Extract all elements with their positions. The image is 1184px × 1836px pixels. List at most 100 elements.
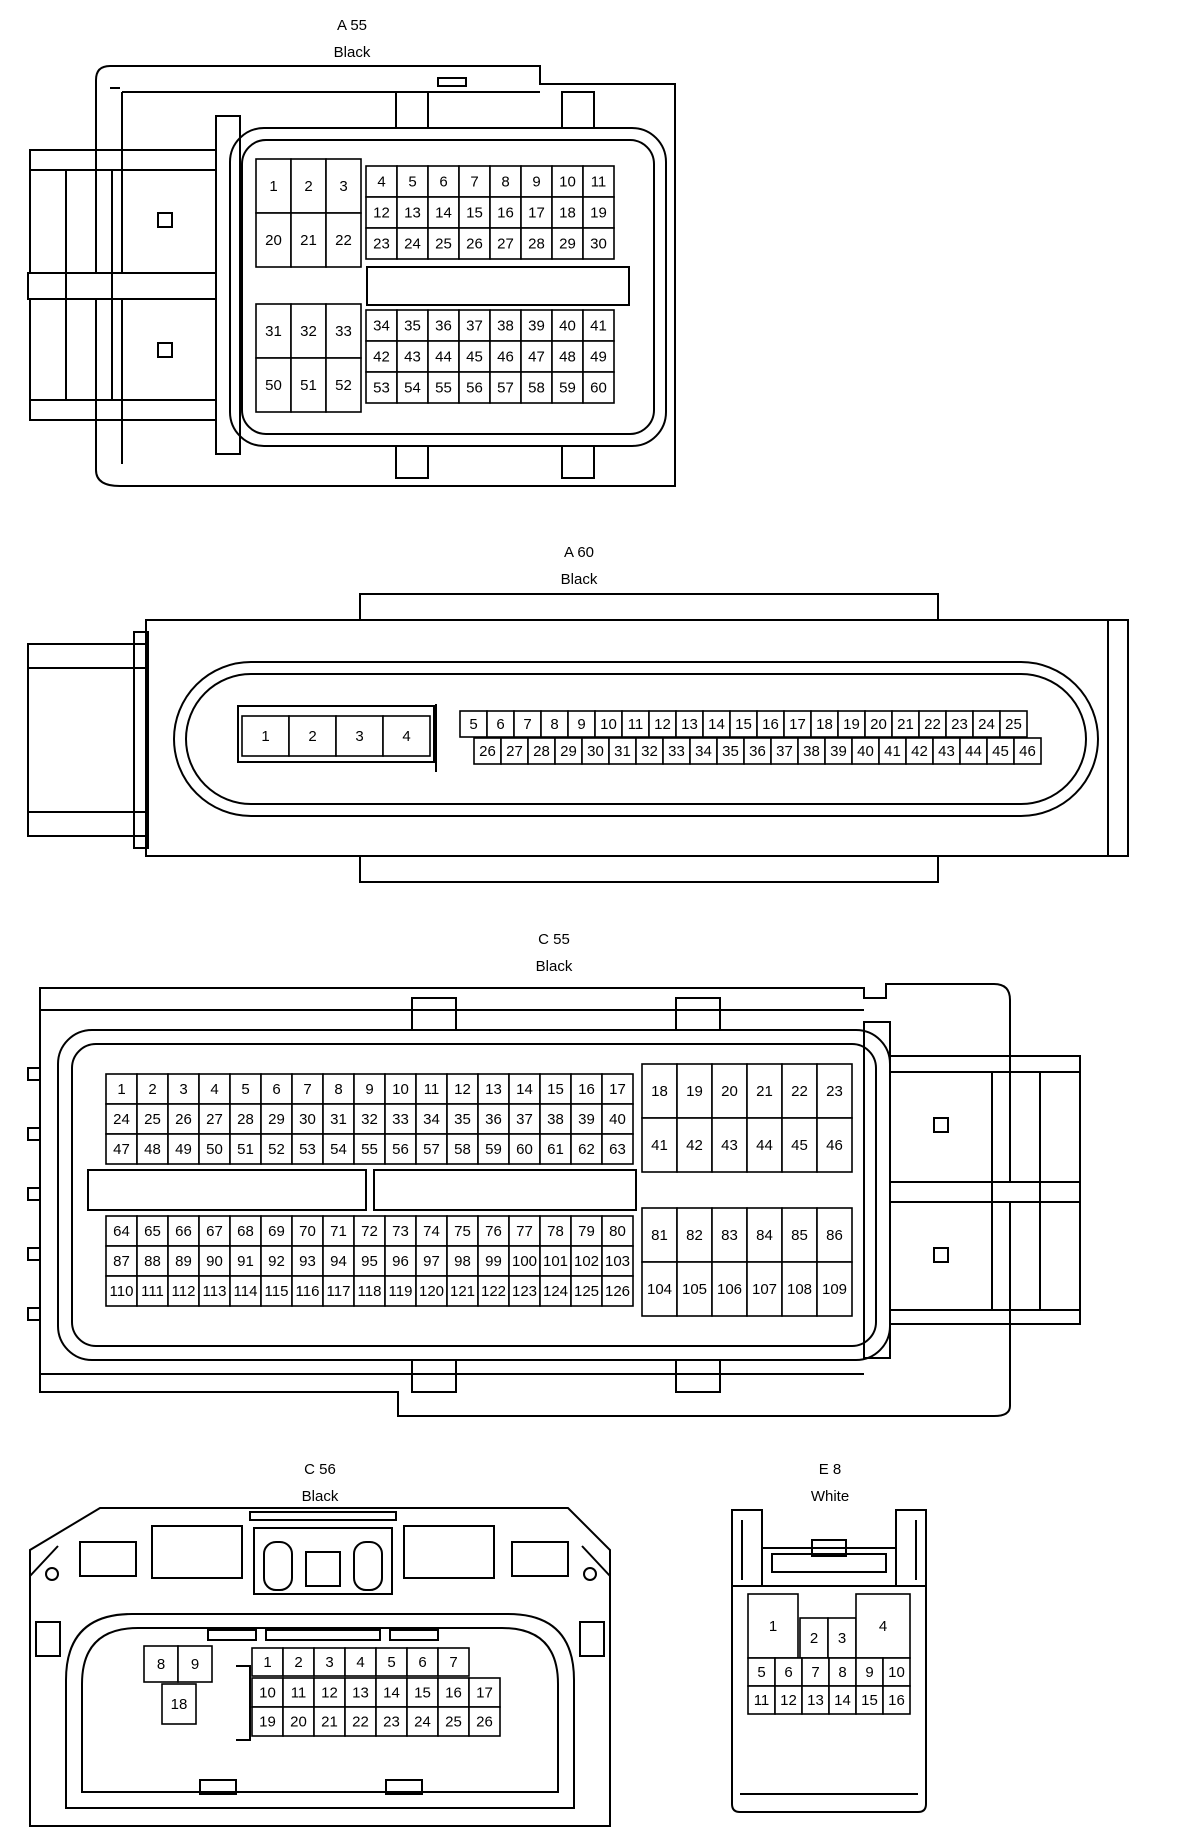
pin-label: 7 bbox=[449, 1654, 457, 1671]
pin-label: 46 bbox=[1019, 743, 1036, 760]
pin-label: 122 bbox=[481, 1283, 506, 1300]
pin-label: 14 bbox=[708, 716, 725, 733]
pin-cell bbox=[291, 1245, 324, 1277]
pin-label: 64 bbox=[113, 1223, 130, 1240]
pin-label: 54 bbox=[404, 380, 421, 397]
pin-label: 1 bbox=[261, 728, 269, 745]
pin-label: 53 bbox=[373, 380, 390, 397]
pin-label: 50 bbox=[206, 1141, 223, 1158]
pin-cell bbox=[882, 1685, 911, 1715]
pin-label: 26 bbox=[175, 1111, 192, 1128]
connector-e8-housing bbox=[731, 1509, 927, 1813]
pin-label: 116 bbox=[296, 1283, 320, 1300]
pin-label: 46 bbox=[826, 1137, 843, 1154]
pin-label: 43 bbox=[938, 743, 955, 760]
pin-label: 8 bbox=[157, 1656, 165, 1673]
pin-label: 1 bbox=[263, 1654, 271, 1671]
pin-label: 98 bbox=[454, 1253, 471, 1270]
pin-label: 9 bbox=[532, 174, 540, 191]
pin-label: 24 bbox=[113, 1111, 130, 1128]
pin-cell bbox=[136, 1133, 169, 1165]
pin-label: 29 bbox=[559, 236, 576, 253]
pin-label: 40 bbox=[609, 1111, 626, 1128]
pin-label: 14 bbox=[435, 205, 452, 222]
pin-label: 51 bbox=[237, 1141, 254, 1158]
pin-label: 41 bbox=[651, 1137, 668, 1154]
pin-cell bbox=[828, 1685, 857, 1715]
pin-label: 25 bbox=[445, 1714, 462, 1731]
pin-label: 35 bbox=[454, 1111, 471, 1128]
pin-label: 126 bbox=[605, 1283, 630, 1300]
pin-cell bbox=[676, 1207, 713, 1263]
pin-label: 39 bbox=[830, 743, 847, 760]
pin-label: 21 bbox=[756, 1083, 773, 1100]
pin-label: 10 bbox=[559, 174, 576, 191]
pin-label: 17 bbox=[528, 205, 545, 222]
pin-label: 109 bbox=[822, 1281, 847, 1298]
pin-label: 62 bbox=[578, 1141, 595, 1158]
pin-label: 31 bbox=[265, 323, 282, 340]
pin-cell bbox=[756, 710, 785, 738]
pin-cell bbox=[384, 1245, 417, 1277]
pin-cell bbox=[711, 1207, 748, 1263]
connector-a60-color: Black bbox=[561, 571, 598, 588]
pin-cell bbox=[810, 710, 839, 738]
pin-label: 15 bbox=[466, 205, 483, 222]
pin-group: 18 bbox=[161, 1683, 197, 1725]
connector-c55: C 55 Black bbox=[27, 931, 1081, 1417]
connector-c56-color: Black bbox=[302, 1488, 339, 1505]
pin-label: 55 bbox=[435, 380, 452, 397]
pin-label: 14 bbox=[834, 1692, 851, 1709]
pin-cell bbox=[167, 1133, 200, 1165]
pin-cell bbox=[641, 1261, 678, 1317]
pin-label: 13 bbox=[681, 716, 698, 733]
pin-label: 36 bbox=[435, 318, 452, 335]
pin-label: 113 bbox=[203, 1283, 227, 1300]
pin-label: 32 bbox=[641, 743, 658, 760]
pin-label: 45 bbox=[791, 1137, 808, 1154]
pin-cell bbox=[396, 165, 429, 198]
pin-label: 117 bbox=[327, 1283, 351, 1300]
pin-cell bbox=[827, 1617, 857, 1659]
pin-cell bbox=[105, 1133, 138, 1165]
pin-label: 12 bbox=[454, 1081, 471, 1098]
pin-label: 89 bbox=[175, 1253, 192, 1270]
pin-label: 119 bbox=[389, 1283, 413, 1300]
pin-label: 40 bbox=[857, 743, 874, 760]
pin-label: 81 bbox=[651, 1227, 668, 1244]
pin-label: 30 bbox=[299, 1111, 316, 1128]
pin-label: 19 bbox=[590, 205, 607, 222]
pin-label: 2 bbox=[810, 1630, 818, 1647]
pin-label: 41 bbox=[590, 318, 607, 335]
pin-label: 22 bbox=[335, 232, 352, 249]
pin-label: 3 bbox=[325, 1654, 333, 1671]
pin-label: 42 bbox=[373, 349, 390, 366]
pin-cell bbox=[313, 1677, 346, 1708]
pin-label: 3 bbox=[339, 178, 347, 195]
connector-c55-color: Black bbox=[536, 958, 573, 975]
pin-label: 28 bbox=[533, 743, 550, 760]
pin-label: 82 bbox=[686, 1227, 703, 1244]
pin-label: 38 bbox=[803, 743, 820, 760]
pin-label: 8 bbox=[334, 1081, 342, 1098]
pin-cell bbox=[291, 1215, 324, 1247]
pin-cell bbox=[747, 1685, 776, 1715]
pin-cell bbox=[500, 737, 529, 765]
pin-label: 36 bbox=[749, 743, 766, 760]
pin-cell bbox=[291, 1133, 324, 1165]
pin-label: 11 bbox=[591, 174, 607, 191]
pin-label: 50 bbox=[265, 377, 282, 394]
pin-label: 23 bbox=[373, 236, 390, 253]
pin-label: 16 bbox=[445, 1685, 462, 1702]
pin-cell bbox=[446, 1073, 479, 1105]
pin-cell bbox=[570, 1245, 603, 1277]
pin-cell bbox=[291, 1103, 324, 1135]
pin-label: 37 bbox=[466, 318, 483, 335]
pin-label: 4 bbox=[402, 728, 410, 745]
pin-label: 2 bbox=[148, 1081, 156, 1098]
